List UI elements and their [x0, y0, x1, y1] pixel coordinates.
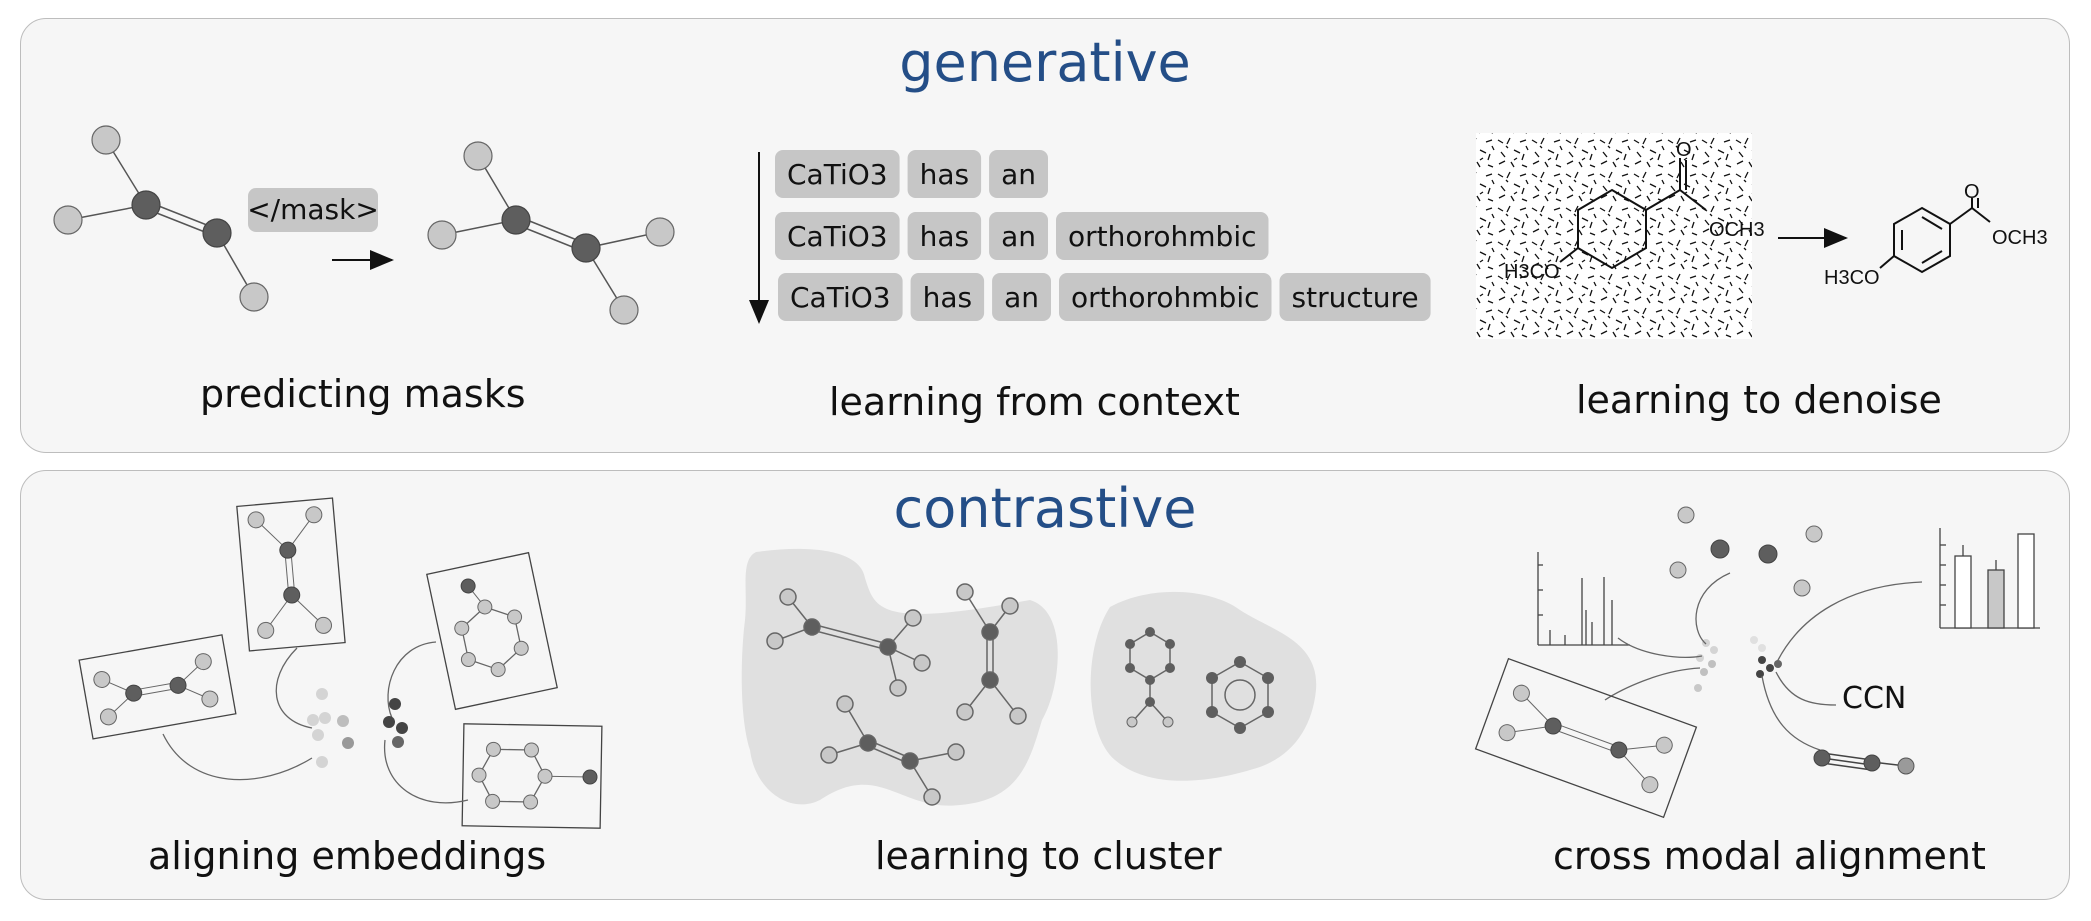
molecule-card-ethylene: [78, 634, 237, 740]
token-box: [907, 150, 982, 198]
caption-aligning-embeddings: aligning embeddings: [148, 834, 547, 878]
embedding-points: [162, 641, 469, 804]
caption-learning-from-context: learning from context: [829, 380, 1240, 424]
token-text: has: [920, 220, 970, 253]
generative-title: generative: [899, 31, 1191, 94]
caption-learning-to-cluster: learning to cluster: [875, 834, 1222, 878]
token-text: CaTiO3: [787, 220, 888, 253]
caption-predicting-masks: predicting masks: [200, 372, 526, 416]
token-text: orthorohmbic: [1071, 281, 1260, 314]
noisy-oxygen-label: O: [1676, 139, 1692, 161]
token-box: [1279, 273, 1431, 321]
token-text: structure: [1292, 281, 1419, 314]
molecule-card-vertical: [236, 497, 346, 652]
molecule-card-ring-flat: [461, 723, 603, 829]
token-box: [1056, 212, 1269, 260]
embedding-dots: [307, 688, 408, 768]
spectrum-plot: [1537, 552, 1630, 646]
token-text: CaTiO3: [787, 158, 888, 191]
token-text: has: [923, 281, 973, 314]
token-box: [775, 212, 900, 260]
masked-molecule: [53, 125, 269, 312]
mask-token: </mask>: [247, 188, 379, 232]
ethylene-card: [1474, 657, 1698, 819]
mask-token-label: </mask>: [247, 193, 379, 226]
token-box: [778, 273, 903, 321]
token-text: CaTiO3: [790, 281, 891, 314]
token-text: an: [1001, 220, 1036, 253]
token-text: an: [1001, 158, 1036, 191]
token-box: [1059, 273, 1272, 321]
token-box: [910, 273, 985, 321]
noisy-ester-label: OCH3: [1709, 219, 1765, 241]
clean-molecule: [1879, 198, 1991, 274]
clean-ester-label: OCH3: [1992, 227, 2048, 249]
token-box: [989, 212, 1048, 260]
completed-molecule: [427, 141, 675, 325]
caption-cross-modal-alignment: cross modal alignment: [1553, 834, 1986, 878]
smiles-label: CCN: [1842, 681, 1906, 716]
token-box: [989, 150, 1048, 198]
token-box: [907, 212, 982, 260]
bar-plot: [1939, 528, 2040, 629]
caption-learning-to-denoise: learning to denoise: [1576, 378, 1942, 422]
token-box: [992, 273, 1051, 321]
clean-methoxy-label: H3CO: [1824, 267, 1880, 289]
token-box: [775, 150, 900, 198]
crossmodal-dots: [1669, 506, 1823, 692]
cluster-blob-right: [1090, 591, 1317, 781]
cluster-molecules-left: [766, 583, 1027, 806]
noisy-molecule: [1559, 158, 1707, 270]
token-text: has: [920, 158, 970, 191]
triple-bond-molecule: [1813, 749, 1915, 775]
noisy-methoxy-label: H3CO: [1504, 261, 1560, 283]
noisy-molecule-image: [1476, 133, 1752, 339]
contrastive-title: contrastive: [893, 477, 1197, 540]
cluster-blob-left: [741, 548, 1058, 806]
clean-oxygen-label: O: [1964, 181, 1980, 203]
cluster-molecules-right: [1125, 627, 1274, 734]
token-text: orthorohmbic: [1068, 220, 1257, 253]
molecule-card-ring-tilted: [426, 551, 558, 711]
token-text: an: [1004, 281, 1039, 314]
